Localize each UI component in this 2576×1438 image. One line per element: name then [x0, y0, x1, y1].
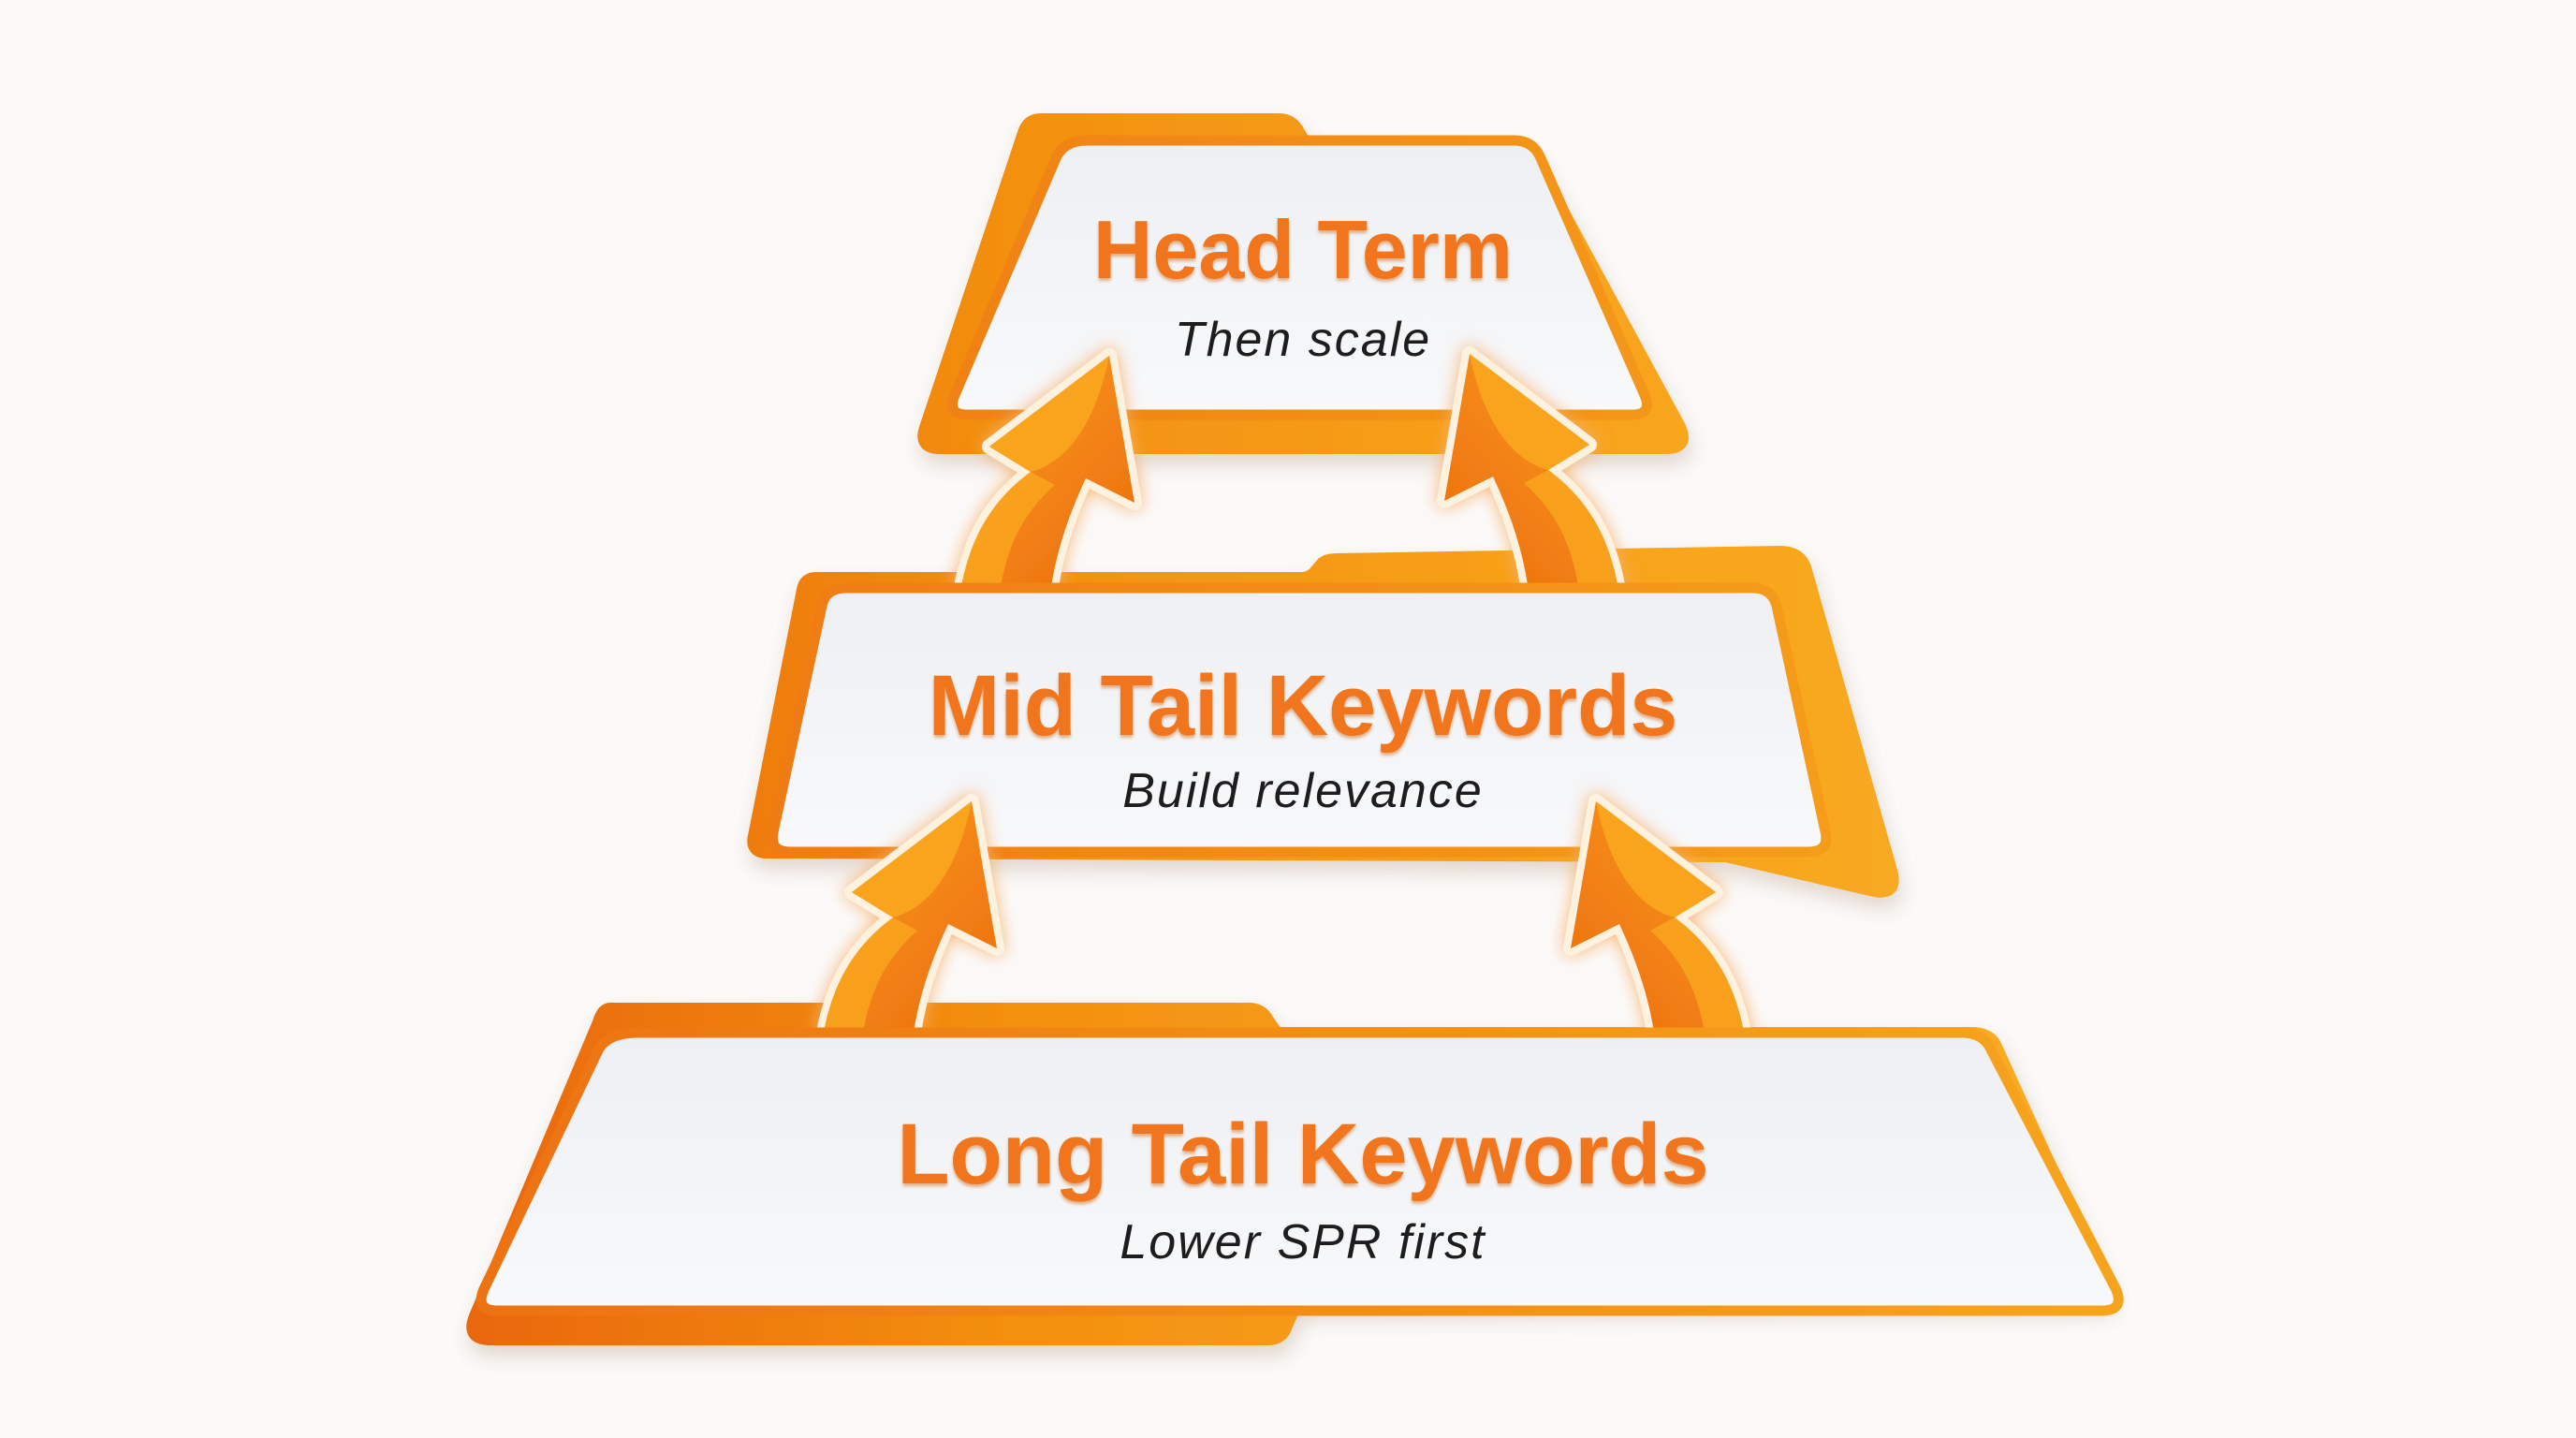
tier-mid-tail-panel: [767, 582, 1832, 858]
tier-head-term-title: Head Term: [1093, 203, 1513, 296]
tier-mid-tail-title: Mid Tail Keywords: [929, 658, 1678, 754]
tier-long-tail-subtitle: Lower SPR first: [1120, 1215, 1486, 1269]
tier-mid-tail-subtitle: Build relevance: [1122, 764, 1484, 818]
tier-head-term: Head Term Then scale: [917, 113, 1689, 454]
tier-head-term-panel: [947, 135, 1652, 420]
tier-mid-tail: Mid Tail Keywords Build relevance: [767, 582, 1832, 858]
tier-long-tail: Long Tail Keywords Lower SPR first: [476, 1027, 2124, 1316]
tier-long-tail-panel: [476, 1027, 2124, 1316]
tier-head-term-subtitle: Then scale: [1175, 313, 1431, 367]
tier-long-tail-title: Long Tail Keywords: [897, 1107, 1708, 1202]
